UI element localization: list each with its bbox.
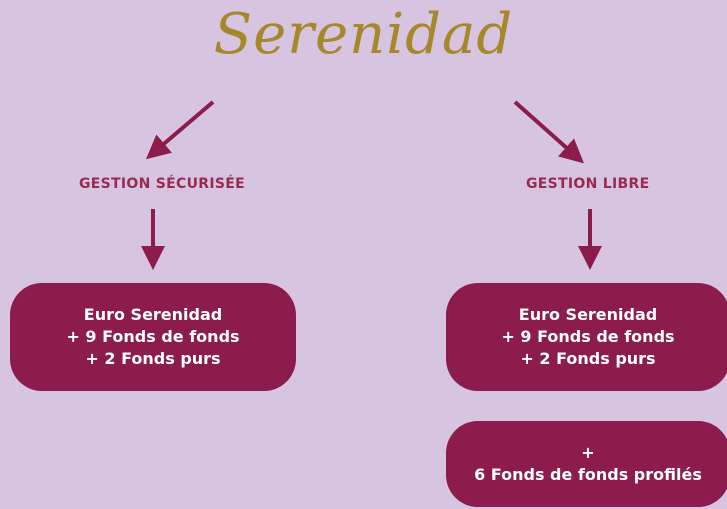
arrow-to-gestion-libre — [513, 100, 584, 164]
box-line: + 2 Fonds purs — [520, 349, 656, 368]
securisee-funds-box: Euro Serenidad + 9 Fonds de fonds + 2 Fo… — [10, 283, 296, 391]
box-line: + — [581, 443, 595, 462]
branch-label-gestion-securisee: Gestion Sécurisée — [79, 176, 245, 192]
box-line: + 9 Fonds de fonds — [501, 327, 675, 346]
box-line: Euro Serenidad — [518, 305, 658, 324]
branch-label-gestion-libre: Gestion Libre — [526, 176, 650, 192]
arrow-to-gestion-securisee — [145, 100, 215, 160]
diagram-title: Serenidad — [213, 2, 514, 67]
box-line: 6 Fonds de fonds profilés — [474, 465, 702, 484]
box-line: + 9 Fonds de fonds — [66, 327, 240, 346]
box-line: + 2 Fonds purs — [85, 349, 221, 368]
box-line: Euro Serenidad — [83, 305, 223, 324]
libre-extra-funds-box: + 6 Fonds de fonds profilés — [446, 421, 727, 507]
libre-funds-box: Euro Serenidad + 9 Fonds de fonds + 2 Fo… — [446, 283, 727, 391]
